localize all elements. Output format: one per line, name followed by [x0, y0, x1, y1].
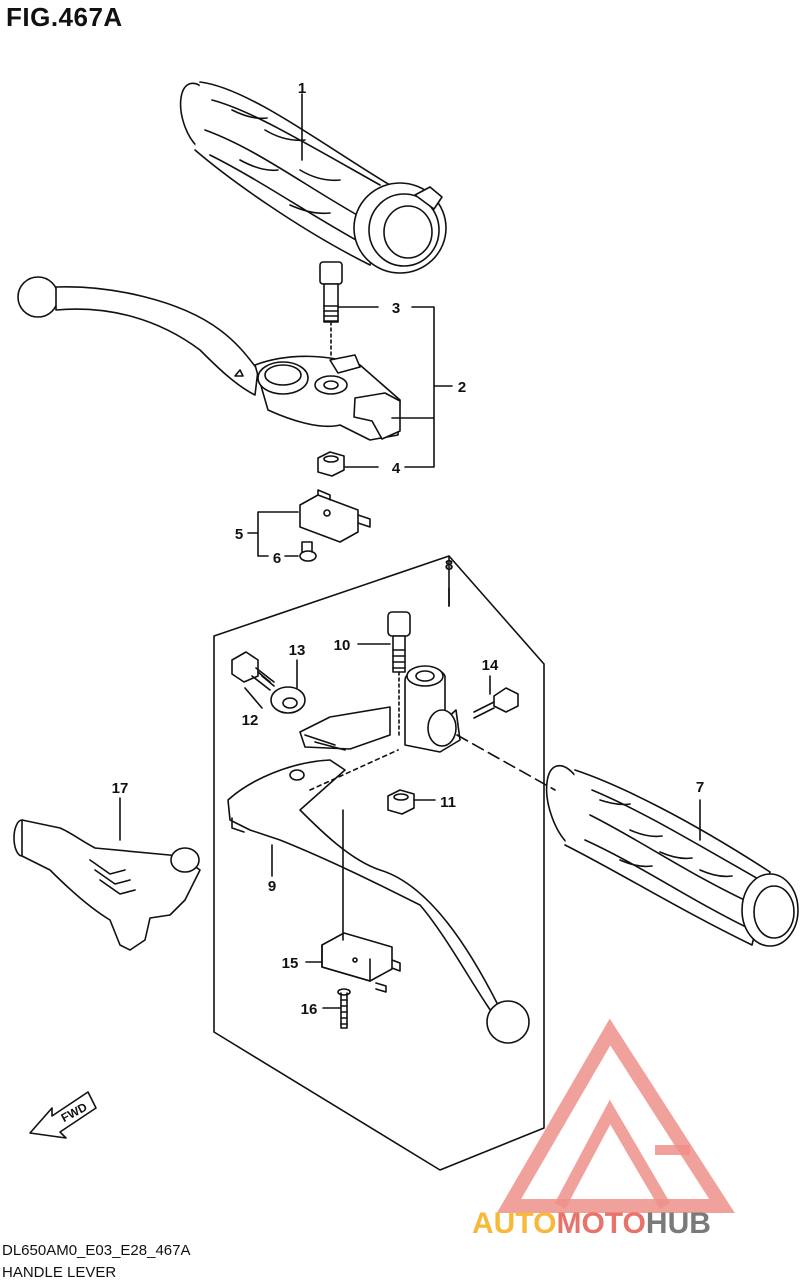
figure-name: HANDLE LEVER — [2, 1264, 117, 1281]
callout-5: 5 — [235, 526, 243, 543]
callout-9: 9 — [268, 878, 276, 895]
callout-16: 16 — [301, 1001, 318, 1018]
lever-nut-part — [317, 451, 345, 477]
clutch-switch-screw-part — [337, 988, 351, 1029]
holder-screw-part — [473, 687, 519, 719]
pivot-nut-part — [387, 789, 415, 815]
clutch-switch-part — [321, 932, 401, 993]
figure-code: DL650AM0_E03_E28_467A — [2, 1242, 191, 1259]
brake-switch-part — [299, 489, 371, 543]
leader-lines — [119, 93, 701, 1009]
handlebar-grip-part — [545, 764, 799, 947]
throttle-grip-part — [179, 81, 447, 274]
fwd-arrow-icon — [29, 1091, 97, 1139]
watermark-word-moto: MOTO — [556, 1207, 645, 1240]
callout-bracket-2 — [337, 306, 453, 468]
callout-3: 3 — [392, 300, 400, 317]
callout-bracket-5 — [247, 511, 299, 557]
front-brake-lever-part — [17, 276, 401, 441]
lever-bolt-part — [319, 261, 343, 386]
pivot-bolt-part — [387, 611, 411, 736]
callout-10: 10 — [334, 637, 351, 654]
watermark-word-auto: AUTO — [472, 1207, 556, 1240]
callout-6: 6 — [273, 550, 281, 567]
adjuster-washer-part — [270, 686, 306, 714]
figure-title: FIG.467A — [6, 2, 123, 32]
callout-15: 15 — [282, 955, 299, 972]
clutch-lever-holder-part — [299, 665, 461, 753]
callout-7: 7 — [696, 779, 704, 796]
lever-guard-part — [13, 819, 201, 951]
callout-8: 8 — [445, 557, 453, 574]
svg-text:AUTOMOTOHUB: AUTOMOTOHUB — [472, 1207, 711, 1240]
callout-1: 1 — [298, 80, 306, 97]
assembly-frame-8 — [213, 555, 545, 1171]
callout-4: 4 — [392, 460, 401, 477]
callout-2: 2 — [458, 379, 466, 396]
automotohub-watermark: AUTOMOTOHUB — [472, 1018, 735, 1240]
callout-12: 12 — [242, 712, 259, 729]
callout-14: 14 — [482, 657, 499, 674]
callout-11: 11 — [440, 794, 456, 811]
callout-13: 13 — [289, 642, 306, 659]
clutch-lever-part — [227, 759, 530, 1044]
switch-screw-part — [299, 541, 317, 562]
callout-17: 17 — [112, 780, 129, 797]
adjuster-screw-part — [231, 651, 275, 691]
watermark-word-hub: HUB — [646, 1207, 711, 1240]
